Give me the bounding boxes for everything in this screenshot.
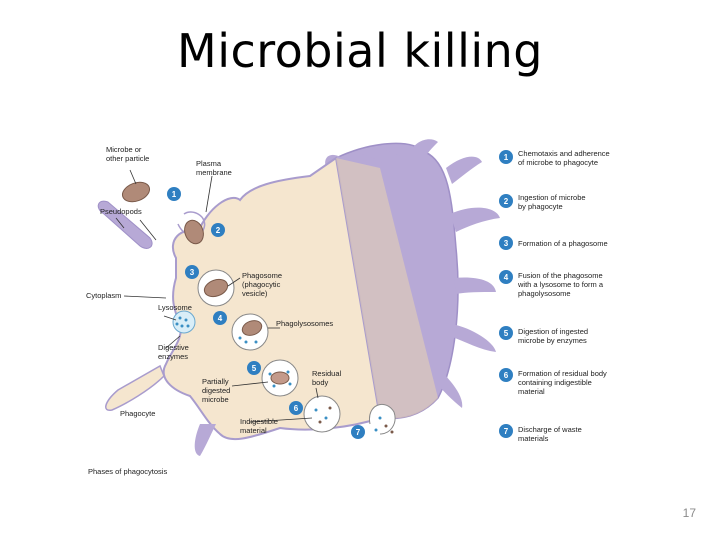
- svg-text:material: material: [518, 387, 545, 396]
- phagolysosome: [231, 313, 269, 351]
- label-plasma-2: membrane: [196, 168, 232, 177]
- svg-text:microbe by enzymes: microbe by enzymes: [518, 336, 587, 345]
- svg-text:1: 1: [504, 153, 509, 162]
- label-indigestible-2: material: [240, 426, 267, 435]
- phagocytosis-diagram: 1 2 3 4 5 6 7 Microbe or other particle …: [86, 139, 610, 476]
- svg-text:7: 7: [504, 427, 509, 436]
- label-phagosome-3: vesicle): [242, 289, 268, 298]
- svg-text:Formation of residual body: Formation of residual body: [518, 369, 607, 378]
- svg-text:3: 3: [504, 239, 509, 248]
- leader-lines: [115, 169, 319, 423]
- phagocytosis-figure: 1 2 3 4 5 6 7 Microbe or other particle …: [80, 128, 640, 488]
- label-plasma-1: Plasma: [196, 159, 222, 168]
- svg-text:7: 7: [356, 428, 361, 437]
- label-phagolysosomes: Phagolysosomes: [276, 319, 333, 328]
- label-microbe-1: Microbe or: [106, 145, 142, 154]
- legend-step-3: 3 Formation of a phagosome: [499, 236, 608, 250]
- svg-text:5: 5: [504, 329, 509, 338]
- label-enzymes-1: Digestive: [158, 343, 189, 352]
- label-cytoplasm: Cytoplasm: [86, 291, 121, 300]
- svg-text:of microbe to phagocyte: of microbe to phagocyte: [518, 158, 598, 167]
- svg-text:Ingestion of microbe: Ingestion of microbe: [518, 193, 586, 202]
- phagosome: [197, 269, 235, 307]
- svg-text:4: 4: [218, 314, 223, 323]
- label-lysosome: Lysosome: [158, 303, 192, 312]
- lysosome: [172, 310, 196, 334]
- page-number: 17: [682, 506, 696, 520]
- digesting-vesicle: [261, 359, 299, 397]
- svg-text:Formation of a phagosome: Formation of a phagosome: [518, 239, 608, 248]
- svg-text:Digestion of ingested: Digestion of ingested: [518, 327, 588, 336]
- label-phagocyte: Phagocyte: [120, 409, 155, 418]
- svg-text:containing indigestible: containing indigestible: [518, 378, 592, 387]
- ingestion-pocket: [177, 211, 206, 245]
- figure-caption: Phases of phagocytosis: [88, 467, 167, 476]
- svg-text:6: 6: [504, 371, 509, 380]
- label-residual-1: Residual: [312, 369, 342, 378]
- residual-body: [303, 395, 341, 433]
- label-enzymes-2: enzymes: [158, 352, 188, 361]
- svg-text:materials: materials: [518, 434, 549, 443]
- svg-text:Fusion of the phagosome: Fusion of the phagosome: [518, 271, 603, 280]
- discharge-vesicle: [369, 403, 396, 435]
- label-partial-3: microbe: [202, 395, 229, 404]
- svg-text:phagolysosome: phagolysosome: [518, 289, 571, 298]
- svg-text:3: 3: [190, 268, 195, 277]
- label-phagosome-1: Phagosome: [242, 271, 282, 280]
- svg-text:Chemotaxis and adherence: Chemotaxis and adherence: [518, 149, 610, 158]
- label-indigestible-1: Indigestible: [240, 417, 278, 426]
- svg-text:by phagocyte: by phagocyte: [518, 202, 563, 211]
- svg-text:2: 2: [216, 226, 221, 235]
- svg-text:2: 2: [504, 197, 509, 206]
- svg-text:Discharge of waste: Discharge of waste: [518, 425, 582, 434]
- diagram-labels: Microbe or other particle Plasma membran…: [86, 145, 342, 476]
- svg-text:1: 1: [172, 190, 177, 199]
- label-partial-2: digested: [202, 386, 230, 395]
- svg-text:4: 4: [504, 273, 509, 282]
- svg-text:with a lysosome to form a: with a lysosome to form a: [517, 280, 604, 289]
- slide-title: Microbial killing: [177, 24, 543, 78]
- svg-text:5: 5: [252, 364, 257, 373]
- label-pseudopods: Pseudopods: [100, 207, 142, 216]
- label-phagosome-2: (phagocytic: [242, 280, 281, 289]
- svg-text:6: 6: [294, 404, 299, 413]
- diagram-step-badges: 1 2 3 4 5 6 7: [167, 187, 365, 439]
- label-microbe-2: other particle: [106, 154, 149, 163]
- label-partial-1: Partially: [202, 377, 229, 386]
- microbe-particle: [121, 181, 151, 203]
- label-residual-2: body: [312, 378, 329, 387]
